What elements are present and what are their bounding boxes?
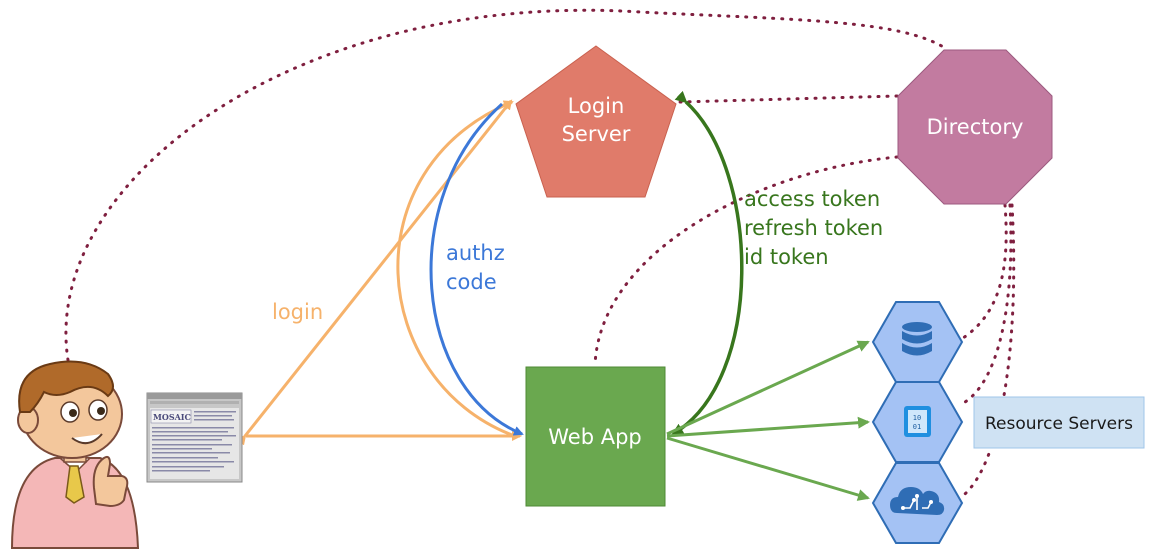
- login-arrow-browser-to-loginserver: [236, 99, 513, 446]
- mosaic-logo-text: MOSAIC: [153, 412, 191, 422]
- link-directory-loginserver: [678, 94, 899, 104]
- login-server-label-line2: Server: [562, 122, 631, 146]
- link-directory-resource3: [958, 203, 1016, 500]
- user-avatar-icon: [10, 360, 140, 549]
- web-app-shape: [525, 366, 666, 507]
- token-arrow: [671, 90, 744, 436]
- directory-node: Directory: [897, 49, 1053, 205]
- directory-shape: [897, 49, 1053, 205]
- authz-code-arrow: [429, 102, 524, 436]
- login-arrows: [236, 99, 522, 446]
- login-server-shape: [515, 45, 677, 198]
- web-app-label: Web App: [548, 425, 642, 449]
- authz-edge-label-line1: authz: [446, 241, 505, 265]
- svg-text:10: 10: [913, 414, 921, 422]
- arrow-webapp-resource1: [666, 340, 870, 436]
- login-arrow-webapp-to-loginserver: [396, 100, 514, 437]
- dotted-links: [64, 8, 1016, 500]
- resource-servers-label-box: Resource Servers: [973, 396, 1145, 449]
- token-edge-label-line1: access token: [744, 187, 880, 211]
- resource-arrows: [666, 340, 870, 501]
- login-edge-label: login: [272, 300, 323, 324]
- resource-servers-label: Resource Servers: [985, 414, 1133, 434]
- directory-label: Directory: [927, 115, 1024, 139]
- resource-server-storage: 10 01: [871, 381, 964, 463]
- web-app-node: Web App: [525, 366, 666, 507]
- database-icon: [902, 322, 932, 356]
- resource-server-cloud: [871, 462, 964, 544]
- authz-edge-label-line2: code: [446, 270, 497, 294]
- arrow-webapp-resource3: [666, 436, 870, 501]
- login-server-node: Login Server: [515, 45, 677, 198]
- mosaic-browser-icon: MOSAIC: [146, 392, 243, 483]
- arrow-webapp-resource2: [666, 416, 870, 438]
- token-edge-label-line3: id token: [744, 245, 829, 269]
- link-directory-resource1: [958, 203, 1008, 342]
- login-server-label-line1: Login: [568, 94, 625, 118]
- cloud-circuit-icon: [890, 487, 945, 515]
- storage-binary-icon: 10 01: [904, 406, 931, 437]
- token-edge-label-line2: refresh token: [744, 216, 883, 240]
- link-directory-resource2: [958, 203, 1013, 407]
- svg-text:01: 01: [913, 423, 921, 431]
- resource-server-database: [871, 301, 964, 383]
- resource-servers-box: [973, 396, 1145, 449]
- link-user-directory: [64, 8, 947, 362]
